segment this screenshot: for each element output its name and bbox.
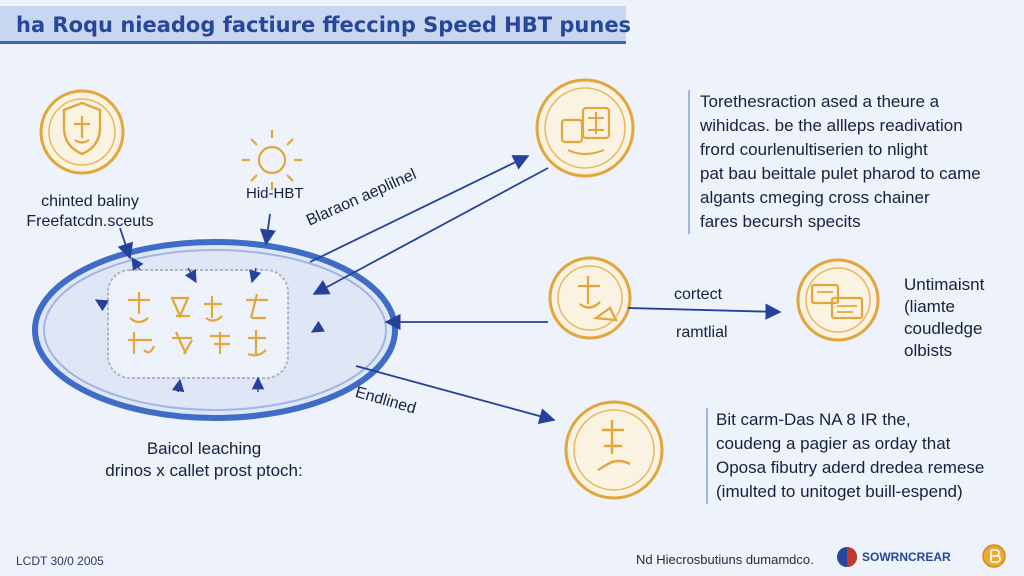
- note-right-line: coudledge: [904, 319, 983, 338]
- note-right-line: (liamte: [904, 297, 956, 316]
- note-top-line: fares becursh specits: [700, 212, 861, 231]
- footer-caption: Nd Hiecrosbutiuns dumamdco.: [636, 552, 814, 567]
- sun-to-pool-arrow: [259, 213, 276, 246]
- note-top-line: wihidcas. be the allleps readivation: [700, 116, 963, 135]
- note-top-line: algants cmeging cross chainer: [700, 188, 930, 207]
- title-bar: ha Roqu nieadog factiure ffeccinp Speed …: [0, 6, 631, 44]
- top-to-pool-arrow: [312, 167, 549, 295]
- token-glyphs: [128, 292, 268, 357]
- left-label-line2: Freefatcdn.sceuts: [26, 213, 154, 230]
- hand-coin-icon: [535, 78, 635, 178]
- note-bottom-line: Bit carm-Das NA 8 IR the,: [716, 410, 911, 429]
- note-right: Untimaisnt (liamte coudledge olbists: [904, 274, 984, 362]
- note-right-line: olbists: [904, 341, 953, 360]
- middle-to-right-arrow: [627, 303, 782, 320]
- sun-icon: [242, 130, 302, 190]
- bottom-label-line1: Baicol leaching: [146, 439, 262, 458]
- note-top-line: frord courlenultiserien to nlight: [700, 140, 928, 159]
- wallet-icon: [548, 256, 632, 340]
- diagram-title: ha Roqu nieadog factiure ffeccinp Speed …: [16, 13, 632, 37]
- brand-logo: SOWRNCREAR: [836, 546, 951, 568]
- shield-icon: [39, 89, 125, 175]
- shield-to-pool-arrow: [117, 227, 134, 260]
- bottom-label-line2: drinos x callet prost ptoch:: [105, 461, 303, 480]
- bottom-label: Baicol leaching drinos x callet prost pt…: [84, 438, 324, 482]
- footer-date: LCDT 30/0 2005: [16, 554, 104, 568]
- bitcoin-icon: [564, 400, 664, 500]
- note-right-line: Untimaisnt: [904, 275, 985, 294]
- central-pool-ellipse: [32, 239, 398, 421]
- note-top-line: Torethesraction ased a theure a: [700, 92, 940, 111]
- brand-mark-icon: [837, 547, 857, 567]
- note-bottom-line: coudeng a pagier as orday that: [716, 434, 951, 453]
- coin-badge-icon: [982, 544, 1006, 568]
- note-bottom-line: (imulted to unitoget buill-espend): [716, 482, 963, 501]
- pool-to-top-arrow: [309, 155, 530, 263]
- note-top: Torethesraction ased a theure a wihidcas…: [688, 90, 981, 234]
- note-bottom-line: Oposa fibutry aderd dredea remese: [716, 458, 985, 477]
- inner-flow-arrows: [94, 256, 325, 393]
- pool-to-bottom-arrow: [355, 365, 556, 424]
- flow-arrows: [117, 155, 782, 424]
- left-label: chinted baliny Freefatcdn.sceuts: [10, 192, 170, 232]
- transfer-icon: [796, 258, 880, 342]
- sun-label: Hid-HBT: [246, 185, 304, 202]
- arrow-label-middle-bottom: ramtlial: [676, 324, 728, 341]
- brand-name: SOWRNCREAR: [862, 550, 951, 564]
- note-bottom: Bit carm-Das NA 8 IR the, coudeng a pagi…: [706, 408, 984, 504]
- token-grid-box: [107, 269, 289, 379]
- arrow-label-middle-top: cortect: [674, 286, 723, 303]
- note-top-line: pat bau beittale pulet pharod to came: [700, 164, 981, 183]
- left-label-line1: chinted baliny: [41, 193, 139, 210]
